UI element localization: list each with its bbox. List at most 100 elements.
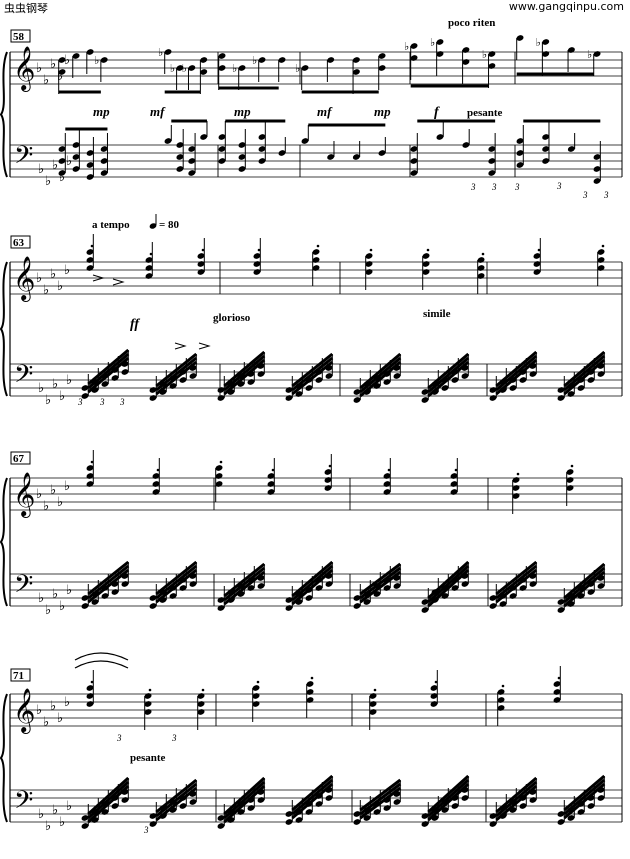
note-head bbox=[86, 249, 94, 255]
note-head bbox=[512, 493, 520, 499]
beam bbox=[563, 354, 606, 392]
flat-icon: ♭ bbox=[57, 279, 63, 294]
staccato-dot bbox=[201, 248, 205, 252]
note-head bbox=[327, 154, 335, 160]
note-head bbox=[567, 391, 575, 397]
note-head bbox=[512, 477, 520, 483]
flat-icon: ♭ bbox=[36, 271, 42, 286]
beam bbox=[495, 560, 538, 596]
tuplet-marks: 3 3 3 3 3 3 3 3 3 3 3 3 bbox=[77, 181, 609, 835]
measure-number: 71 bbox=[13, 670, 24, 682]
note-head bbox=[215, 473, 223, 479]
beam bbox=[291, 564, 334, 602]
beam bbox=[563, 774, 606, 812]
note-head bbox=[450, 473, 458, 479]
note-head bbox=[189, 373, 197, 379]
beam bbox=[563, 782, 606, 820]
note-head bbox=[352, 57, 360, 63]
note-head bbox=[267, 489, 275, 495]
measure-number: 58 bbox=[13, 31, 25, 43]
note-head bbox=[441, 807, 449, 813]
note-head bbox=[325, 373, 333, 379]
note-head bbox=[325, 581, 333, 587]
note-head bbox=[542, 158, 550, 164]
beam bbox=[495, 784, 538, 822]
note-head bbox=[352, 69, 360, 75]
svg-text:3: 3 bbox=[77, 397, 83, 407]
note-head bbox=[306, 689, 314, 695]
note-head bbox=[378, 53, 386, 59]
beam bbox=[223, 562, 266, 598]
note-head bbox=[86, 693, 94, 699]
flat-icon: ♭ bbox=[52, 803, 58, 818]
beam bbox=[427, 560, 470, 600]
note-head bbox=[149, 813, 157, 819]
flat-icon: ♭ bbox=[45, 603, 51, 618]
site-url[interactable]: www.gangqinpu.com bbox=[508, 0, 624, 13]
note-head bbox=[422, 269, 430, 275]
beam bbox=[563, 570, 606, 608]
note-head bbox=[489, 395, 497, 401]
accent-mark bbox=[92, 274, 105, 282]
flat-icon: ♭ bbox=[158, 46, 163, 59]
staccato-dot bbox=[481, 252, 485, 256]
note-head bbox=[462, 47, 470, 53]
note-head bbox=[253, 253, 261, 259]
note-head bbox=[421, 813, 429, 819]
note-head bbox=[217, 815, 225, 821]
flat-icon: ♭ bbox=[50, 267, 56, 282]
beam bbox=[563, 562, 606, 600]
note-head bbox=[86, 174, 94, 180]
note-head bbox=[315, 377, 323, 383]
note-head bbox=[557, 607, 565, 613]
flat-icon: ♭ bbox=[64, 263, 70, 278]
note-head bbox=[441, 593, 449, 599]
flat-icon: ♭ bbox=[64, 53, 70, 68]
dynamic-mark: f bbox=[434, 105, 440, 120]
note-head bbox=[451, 585, 459, 591]
note-head bbox=[378, 150, 386, 156]
note-head bbox=[111, 803, 119, 809]
bass-clef-icon: 𝄢 bbox=[14, 360, 33, 395]
note-head bbox=[179, 585, 187, 591]
note-head bbox=[86, 150, 94, 156]
note-head bbox=[217, 395, 225, 401]
note-head bbox=[312, 265, 320, 271]
note-head bbox=[218, 65, 226, 71]
note-head bbox=[176, 142, 184, 148]
svg-text:3: 3 bbox=[119, 397, 125, 407]
note-head bbox=[145, 273, 153, 279]
note-head bbox=[149, 821, 157, 827]
note-head bbox=[257, 583, 265, 589]
staccato-dot bbox=[90, 244, 94, 248]
note-head bbox=[86, 701, 94, 707]
note-head bbox=[529, 797, 537, 803]
bass-clef-icon: 𝄢 bbox=[14, 570, 33, 605]
flat-icon: ♭ bbox=[38, 591, 44, 606]
staccato-dot bbox=[501, 684, 505, 688]
note-head bbox=[188, 146, 196, 152]
note-head bbox=[81, 595, 89, 601]
beam bbox=[155, 560, 198, 596]
note-head bbox=[197, 261, 205, 267]
note-head bbox=[295, 817, 303, 823]
note-head bbox=[557, 387, 565, 393]
note-head bbox=[451, 803, 459, 809]
note-head bbox=[363, 599, 371, 605]
note-head bbox=[587, 589, 595, 595]
note-head bbox=[315, 801, 323, 807]
beam bbox=[359, 352, 402, 390]
note-head bbox=[301, 138, 309, 144]
note-head bbox=[497, 705, 505, 711]
note-head bbox=[597, 257, 605, 263]
note-head bbox=[312, 257, 320, 263]
note-head bbox=[58, 69, 66, 75]
flat-icon: ♭ bbox=[66, 154, 72, 169]
staccato-dot bbox=[90, 680, 94, 684]
note-head bbox=[285, 387, 293, 393]
staccato-dot bbox=[90, 460, 94, 464]
note-head bbox=[567, 146, 575, 152]
note-head bbox=[197, 253, 205, 259]
note-head bbox=[200, 57, 208, 63]
flat-icon: ♭ bbox=[64, 479, 70, 494]
